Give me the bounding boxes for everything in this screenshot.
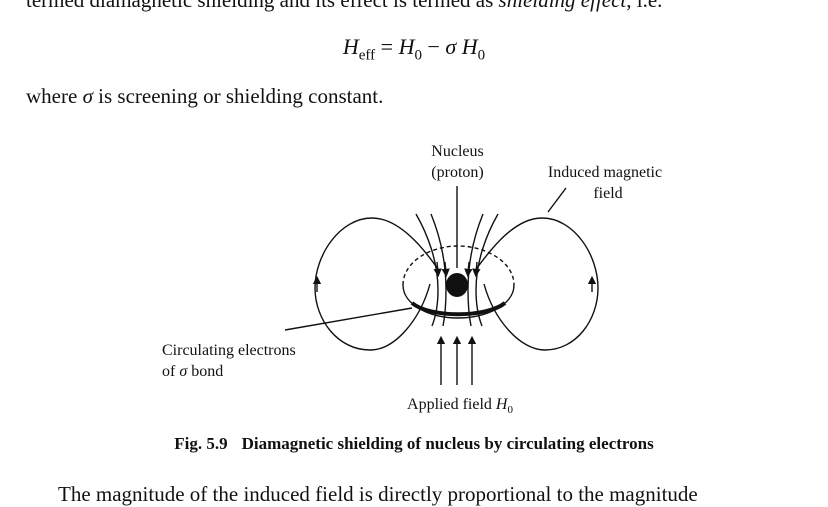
electron-orbit-thick: [410, 301, 507, 317]
induced-pointer: [547, 187, 567, 213]
field-line-5: [475, 213, 499, 327]
left-field-loop: [314, 217, 441, 351]
applied-label-h: H: [495, 396, 508, 413]
eq-h-eff: H: [342, 34, 359, 59]
eq-sigma: σ: [445, 34, 457, 59]
applied-label-sub: 0: [507, 404, 513, 417]
top-text-c: , i.e.: [626, 0, 663, 12]
eq-minus: −: [421, 34, 446, 59]
where-sigma: σ: [82, 84, 93, 108]
bottom-text-line: The magnitude of the induced field is di…: [58, 482, 698, 506]
field-line-4: [467, 213, 484, 327]
field-line-2: [430, 213, 447, 327]
circulating-electrons-label: Circulating electrons of σ bond: [162, 340, 296, 382]
circ-label-of: of: [162, 363, 180, 380]
shielding-effect-term: shielding effect: [498, 0, 627, 12]
circ-label-line2: of σ bond: [162, 361, 296, 382]
nucleus-label-line2: (proton): [431, 164, 484, 181]
eq-h0-a-sub: 0: [414, 47, 422, 64]
figure-caption: Fig. 5.9 Diamagnetic shielding of nucleus…: [0, 434, 828, 454]
figure-caption-text: Diamagnetic shielding of nucleus by circ…: [241, 434, 654, 453]
nucleus-label-line1: Nucleus: [431, 143, 484, 160]
where-sentence: where σ is screening or shielding consta…: [26, 84, 383, 109]
eq-eff-sub: eff: [358, 47, 376, 64]
circulating-pointer: [284, 307, 413, 331]
circ-label-line1: Circulating electrons: [162, 342, 296, 359]
where-b: is screening or shielding constant.: [92, 84, 384, 108]
right-field-loop: [473, 217, 599, 351]
nucleus: [446, 273, 468, 297]
top-text-a: termed diamagnetic shielding and its eff…: [26, 0, 499, 12]
where-a: where: [26, 84, 83, 108]
field-arrow-4: [472, 261, 481, 278]
eq-equals: =: [375, 34, 399, 59]
electron-orbit-bottom: [402, 284, 515, 319]
induced-label-line1: Induced magnetic: [547, 164, 663, 181]
applied-field-label: Applied field H0: [380, 394, 540, 421]
field-arrow-2: [441, 261, 450, 278]
figure-number: Fig. 5.9: [174, 434, 228, 453]
induced-field-label: Induced magnetic field: [530, 162, 680, 204]
field-line-1: [415, 213, 439, 327]
circ-label-sigma: σ: [179, 363, 188, 380]
eq-h0-b: H: [461, 34, 478, 59]
top-text-line: termed diamagnetic shielding and its eff…: [26, 0, 826, 13]
induced-label-line2: field: [593, 185, 623, 202]
eq-h0-a: H: [398, 34, 415, 59]
applied-label-text: Applied field: [407, 396, 496, 413]
nucleus-label: Nucleus (proton): [410, 141, 505, 183]
circ-label-bond: bond: [187, 363, 224, 380]
shielding-equation: Heff = H0 − σ H0: [0, 34, 828, 64]
electron-orbit-top: [402, 245, 515, 286]
field-arrow-3: [464, 261, 473, 278]
eq-h0-b-sub: 0: [477, 47, 486, 64]
field-arrow-1: [433, 261, 442, 278]
